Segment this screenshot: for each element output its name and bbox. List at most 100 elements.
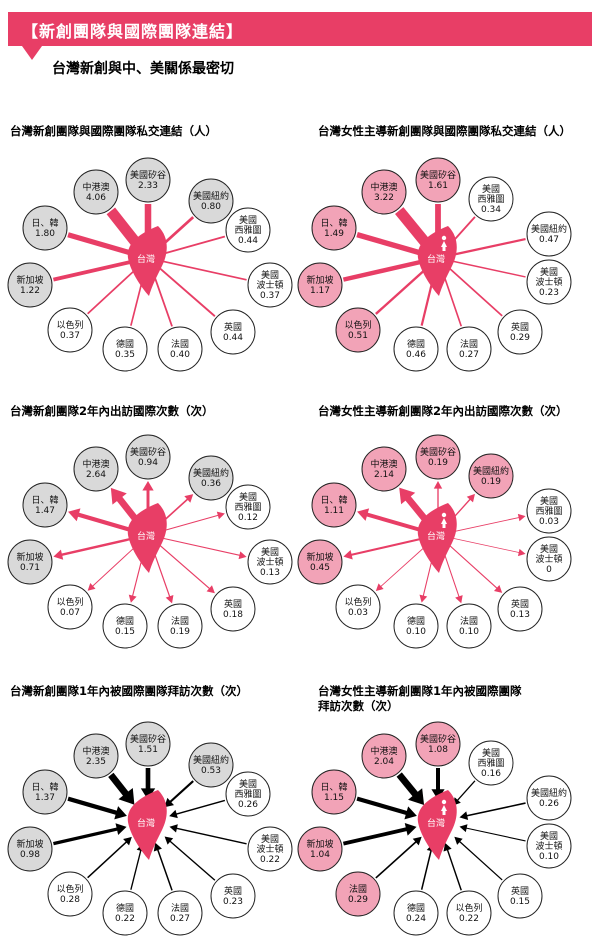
- node-value: 0.19: [428, 458, 448, 468]
- node-circle: [446, 326, 492, 372]
- link-2: [161, 235, 226, 256]
- arrow-head-0: [142, 481, 154, 491]
- node-value: 0.45: [310, 563, 330, 573]
- node-name: 波士頓: [256, 279, 283, 291]
- arrow-head-5: [153, 842, 162, 852]
- node-value: 2.04: [374, 757, 394, 767]
- chart-title: 台灣新創團隊與國際團隊私交連結（人）: [10, 124, 217, 138]
- link-8: [53, 827, 120, 846]
- node-name: 法國: [171, 338, 189, 350]
- arrow-head-2: [216, 511, 225, 520]
- node-circle: [157, 326, 203, 372]
- node-name: 中港澳: [82, 181, 109, 193]
- node-name: 法國: [171, 902, 189, 914]
- node-value: 1.15: [324, 793, 344, 803]
- node-name: 西雅圖: [234, 224, 261, 236]
- node-circle: [497, 586, 543, 632]
- links: [53, 768, 247, 891]
- taiwan-map-icon: [127, 226, 167, 296]
- node-name: 西雅圖: [535, 505, 562, 517]
- node-circle: [188, 742, 234, 788]
- node-circle: [47, 307, 93, 353]
- node-circle: [47, 584, 93, 630]
- link-3: [451, 537, 521, 554]
- link-3: [161, 537, 241, 557]
- node-6: 德國0.22: [102, 890, 148, 936]
- node-circle: [188, 178, 234, 224]
- chart-title: 台灣新創團隊2年內出訪國際次數（次）: [10, 404, 214, 418]
- node-circle: [526, 823, 572, 869]
- center-label: 台灣: [137, 530, 155, 542]
- node-name: 法國: [460, 338, 478, 350]
- node-value: 2.64: [86, 470, 106, 480]
- link-5: [151, 270, 173, 327]
- node-name: 美國矽谷: [130, 446, 166, 458]
- arrow-head-3: [238, 551, 247, 560]
- node-name: 德國: [407, 615, 425, 627]
- node-name: 波士頓: [535, 276, 562, 288]
- node-name: 新加坡: [16, 838, 43, 850]
- node-name: 以色列: [56, 319, 83, 331]
- node-circle: [7, 826, 53, 872]
- node-circle: [73, 733, 119, 779]
- node-name: 西雅圖: [477, 757, 504, 769]
- link-9: [356, 796, 409, 816]
- node-circle: [102, 890, 148, 936]
- node-name: 美國矽谷: [420, 733, 456, 745]
- node-name: 美國: [482, 183, 500, 195]
- node-value: 3.22: [374, 193, 394, 203]
- node-value: 0.23: [223, 897, 243, 907]
- arrow-head-4: [454, 836, 463, 845]
- link-7: [87, 266, 139, 315]
- node-value: 0.16: [481, 769, 501, 779]
- link-4: [448, 543, 499, 590]
- node-value: 1.51: [138, 745, 158, 755]
- node-circle: [7, 539, 53, 585]
- node-circle: [102, 326, 148, 372]
- node-value: 0.27: [170, 914, 190, 924]
- node-6: 德國0.24: [393, 890, 439, 936]
- node-4: 英國0.15: [497, 873, 543, 919]
- node-6: 德國0.35: [102, 326, 148, 372]
- node-circle: [415, 434, 461, 480]
- node-circle: [47, 871, 93, 917]
- link-1: [168, 780, 194, 804]
- node-value: 0.03: [348, 608, 368, 618]
- node-circle: [335, 871, 381, 917]
- link-9: [364, 512, 426, 533]
- link-8: [342, 258, 425, 282]
- node-name: 美國矽谷: [130, 733, 166, 745]
- node-name: 美國: [540, 543, 558, 555]
- node-circle: [73, 169, 119, 215]
- link-7: [375, 266, 429, 315]
- node-name: 英國: [511, 321, 529, 333]
- node-value: 1.17: [310, 286, 330, 296]
- link-5: [441, 270, 463, 327]
- node-value: 0.71: [20, 563, 40, 573]
- node-value: 0.15: [510, 897, 530, 907]
- chart-title: 台灣女性主導新創團隊與國際團隊私交連結（人）: [318, 124, 571, 138]
- node-4: 英國0.29: [497, 309, 543, 355]
- link-4: [158, 543, 211, 590]
- node-name: 美國: [540, 830, 558, 842]
- node-name: 德國: [116, 615, 134, 627]
- node-value: 0.12: [238, 513, 258, 523]
- arrow-head-3: [169, 824, 178, 833]
- node-value: 0.23: [539, 288, 559, 298]
- female-icon: [441, 799, 447, 815]
- node-4: 英國0.23: [210, 873, 256, 919]
